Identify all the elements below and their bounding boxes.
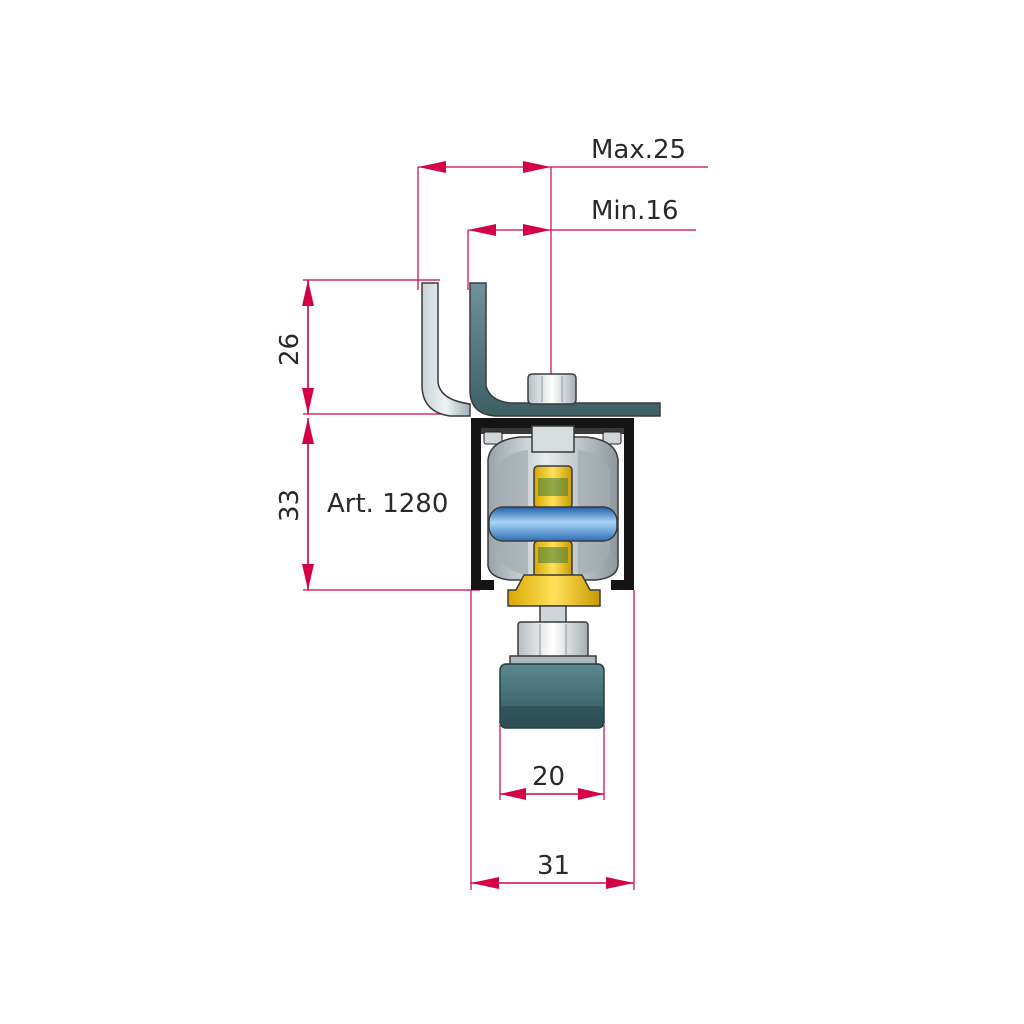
bolt-head-top [527,373,577,405]
label-article: Art. 1280 [327,489,448,519]
dimension-width-track: 31 [470,590,635,890]
yellow-base-plate [507,574,601,607]
dimension-height-track: 33 [275,418,480,591]
dimension-min: Min.16 [467,196,696,290]
dimension-width-glide: 20 [499,725,605,800]
label-min: Min.16 [591,196,678,226]
hex-nut [517,621,589,659]
label-width-track: 31 [537,851,570,881]
label-height-track: 33 [275,489,305,522]
mounting-bracket-outer [421,282,471,417]
label-max: Max.25 [591,135,686,165]
axle [488,506,618,542]
label-width-glide: 20 [532,762,565,792]
dimension-height-top: 26 [275,279,470,415]
door-glide-block [499,663,605,729]
bearing-top [533,465,573,509]
dimension-max: Max.25 [417,135,708,375]
mounting-bracket-inner [469,282,661,417]
bearing-bottom [533,540,573,582]
label-height-top: 26 [275,333,305,366]
